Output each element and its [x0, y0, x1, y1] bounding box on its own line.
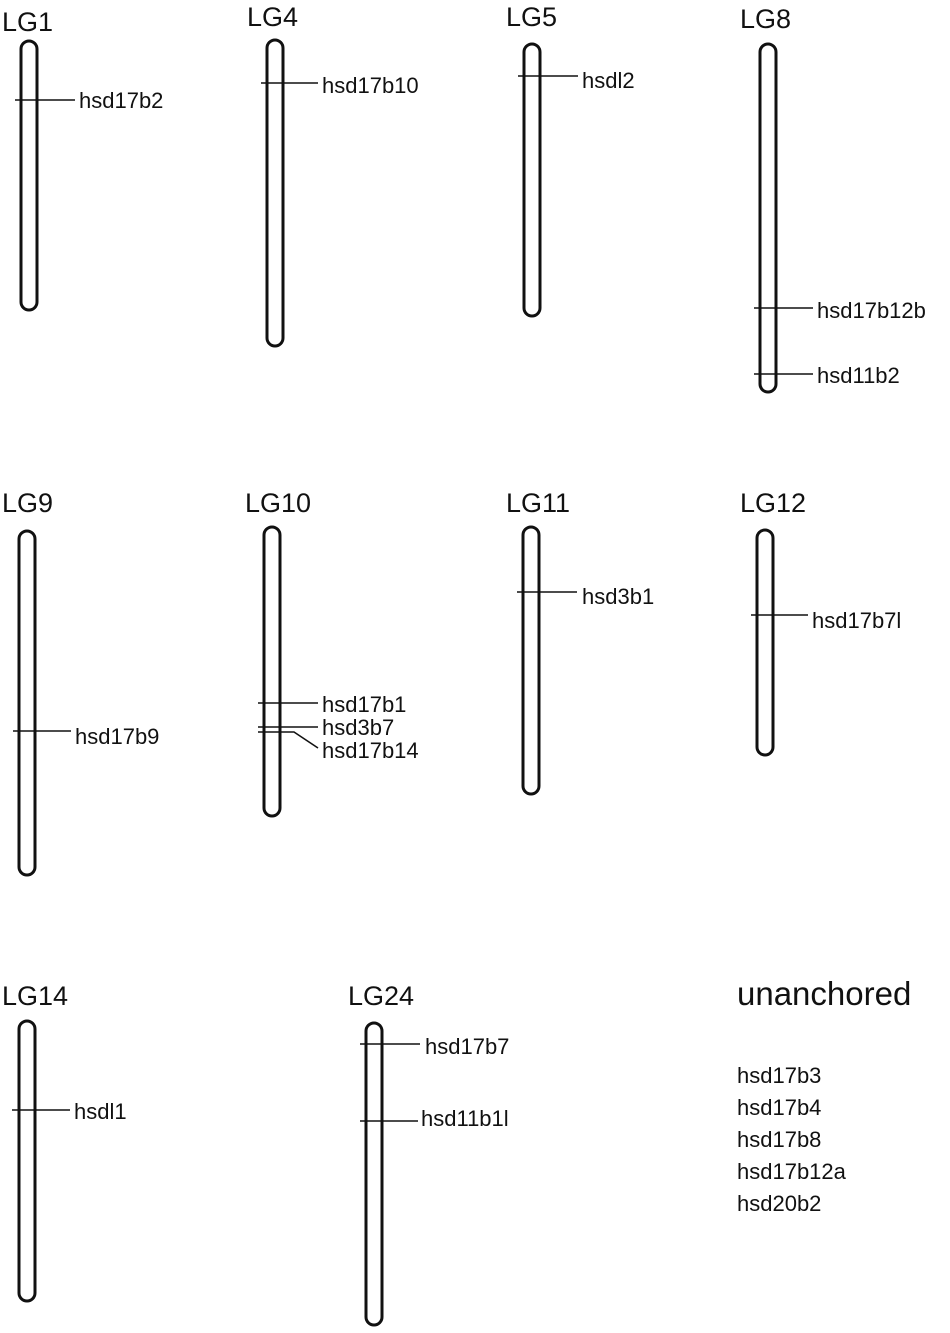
- lg1-chromosome: [19, 39, 39, 312]
- gene-label-hsdl1: hsdl1: [74, 1099, 127, 1124]
- lg4-title: LG4: [247, 2, 298, 32]
- lg8-chromosome: [758, 42, 778, 394]
- gene-label-hsd17b14: hsd17b14: [322, 738, 419, 763]
- gene-label-hsd17b12b: hsd17b12b: [817, 298, 926, 323]
- lg24-chromosome: [364, 1021, 384, 1327]
- linkage-group-lg9: LG9 hsd17b9: [2, 488, 159, 877]
- lg14-title: LG14: [2, 981, 68, 1011]
- linkage-group-lg11: LG11 hsd3b1: [506, 488, 654, 796]
- lg11-chromosome: [521, 525, 541, 796]
- unanchored-gene: hsd20b2: [737, 1191, 821, 1216]
- unanchored-gene: hsd17b8: [737, 1127, 821, 1152]
- lg1-title: LG1: [2, 7, 53, 37]
- lg9-chromosome: [17, 529, 37, 877]
- lg11-title: LG11: [506, 488, 570, 518]
- lg12-chromosome: [755, 528, 775, 757]
- gene-label-hsd17b7: hsd17b7: [425, 1034, 509, 1059]
- lg10-chromosome: [262, 525, 282, 818]
- lg8-title: LG8: [740, 4, 791, 34]
- gene-label-hsdl2: hsdl2: [582, 68, 635, 93]
- linkage-group-lg8: LG8 hsd17b12b hsd11b2: [740, 4, 926, 394]
- linkage-group-lg1: LG1 hsd17b2: [2, 7, 163, 312]
- gene-label-hsd17b1: hsd17b1: [322, 692, 406, 717]
- lg5-chromosome: [522, 42, 542, 318]
- lg10-title: LG10: [245, 488, 311, 518]
- lg5-title: LG5: [506, 2, 557, 32]
- linkage-group-lg4: LG4 hsd17b10: [247, 2, 419, 348]
- unanchored-gene: hsd17b12a: [737, 1159, 847, 1184]
- lg10-marker-hsd17b14: [258, 731, 319, 749]
- lg14-chromosome: [17, 1019, 37, 1303]
- gene-label-hsd11b1l: hsd11b1l: [421, 1106, 509, 1131]
- lg9-title: LG9: [2, 488, 53, 518]
- lg4-chromosome: [265, 38, 285, 348]
- gene-label-hsd17b2: hsd17b2: [79, 88, 163, 113]
- gene-label-hsd3b7: hsd3b7: [322, 715, 394, 740]
- gene-label-hsd17b7l: hsd17b7l: [812, 608, 901, 633]
- lg24-title: LG24: [348, 981, 414, 1011]
- gene-label-hsd11b2: hsd11b2: [817, 363, 900, 388]
- linkage-group-lg10: LG10 hsd17b1 hsd3b7 hsd17b14: [245, 488, 419, 818]
- unanchored-genes-list: unanchored hsd17b3 hsd17b4 hsd17b8 hsd17…: [737, 975, 911, 1216]
- linkage-group-lg14: LG14 hsdl1: [2, 981, 127, 1303]
- unanchored-title: unanchored: [737, 975, 911, 1012]
- gene-label-hsd17b9: hsd17b9: [75, 724, 159, 749]
- linkage-group-lg5: LG5 hsdl2: [506, 2, 635, 318]
- linkage-group-lg24: LG24 hsd17b7 hsd11b1l: [348, 981, 509, 1327]
- gene-label-hsd17b10: hsd17b10: [322, 73, 419, 98]
- unanchored-gene: hsd17b3: [737, 1063, 821, 1088]
- lg12-title: LG12: [740, 488, 806, 518]
- gene-label-hsd3b1: hsd3b1: [582, 584, 654, 609]
- unanchored-gene: hsd17b4: [737, 1095, 821, 1120]
- linkage-group-lg12: LG12 hsd17b7l: [740, 488, 901, 757]
